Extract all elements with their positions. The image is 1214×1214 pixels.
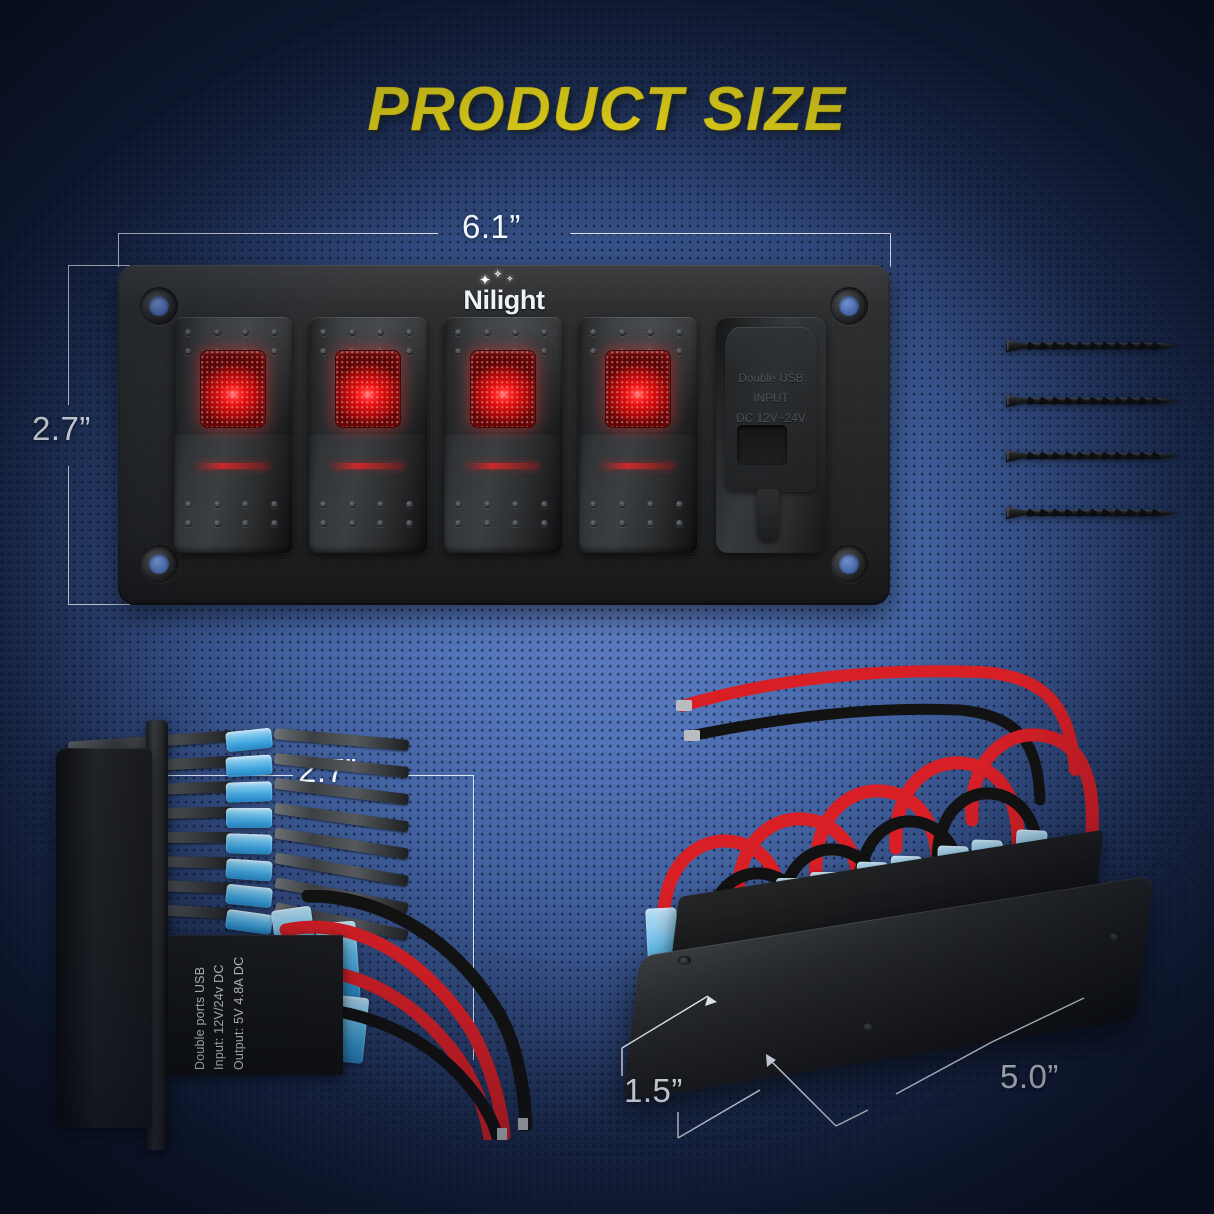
width-dimension-label: 6.1” xyxy=(462,208,521,245)
plate-mounting-hole xyxy=(1108,932,1121,941)
mounting-hole-bore xyxy=(149,296,169,316)
mounting-screw-1 xyxy=(1006,339,1181,353)
height-dimension-line-upper xyxy=(68,265,69,405)
switch-grip-dots-bottom xyxy=(320,501,416,527)
mounting-hole-top-left xyxy=(140,287,178,325)
rear-length-dimension-label: 5.0” xyxy=(1000,1058,1059,1095)
width-dimension-tick-left xyxy=(118,233,119,267)
mounting-hole-bore xyxy=(149,554,169,574)
switch-led-strip xyxy=(601,463,675,469)
switch-panel-side-view: Double ports USB Input: 12V/24v DC Outpu… xyxy=(28,700,548,1170)
terminal-blade xyxy=(273,728,410,751)
usb-cap-pull-tab[interactable] xyxy=(757,489,779,541)
usb-module-body-side: Double ports USB Input: 12V/24v DC Outpu… xyxy=(168,935,343,1075)
usb-label-line-1: Double USB xyxy=(738,373,804,385)
rear-view-dimension-lines xyxy=(621,995,1085,1139)
usb-spec-label: Double ports USB Input: 12V/24v DC Outpu… xyxy=(191,940,319,1070)
sparkle-icon-small: ✧ xyxy=(494,269,502,279)
switch-panel-front-view[interactable]: ✦ ✧ ✧ Nilight xyxy=(118,265,890,605)
height-dimension-line-lower xyxy=(68,466,69,605)
terminal-blade xyxy=(273,777,410,806)
mounting-screw-4 xyxy=(1006,506,1181,520)
width-dimension-line-right xyxy=(570,233,890,234)
usb-label-line-2: INPUT xyxy=(753,393,789,405)
switch-led-strip xyxy=(331,463,405,469)
switch-led-indicator xyxy=(335,350,401,428)
switch-led-strip xyxy=(466,463,540,469)
switch-led-indicator xyxy=(605,350,671,428)
spade-connector xyxy=(225,781,273,803)
spade-connector xyxy=(225,754,273,778)
spade-connector xyxy=(225,833,273,855)
switch-led-indicator xyxy=(470,350,536,428)
usb-label-line-3: DC 12V~24V xyxy=(736,413,806,425)
mounting-hole-top-right xyxy=(830,287,868,325)
width-dimension-line-left xyxy=(118,233,438,234)
rocker-switch-4[interactable] xyxy=(579,317,697,553)
mounting-hole-bore xyxy=(839,296,859,316)
usb-dust-cap[interactable] xyxy=(725,327,817,492)
usb-spec-line-3: Output: 5V 4.8A DC xyxy=(231,956,246,1070)
usb-port-window xyxy=(737,425,787,465)
brand-logo: ✦ ✧ ✧ Nilight xyxy=(118,270,890,316)
plate-mounting-hole xyxy=(678,956,691,965)
mounting-screw-3 xyxy=(1006,449,1181,463)
mounting-hole-bottom-right xyxy=(830,545,868,583)
sparkle-icon-tiny: ✧ xyxy=(507,276,513,283)
rocker-switch-3[interactable] xyxy=(444,317,562,553)
height-dimension-label: 2.7” xyxy=(32,410,91,447)
brand-label: Nilight xyxy=(463,285,545,315)
mounting-hole-bottom-left xyxy=(140,545,178,583)
usb-spec-line-1: Double ports USB xyxy=(193,966,207,1070)
height-dimension-tick-bottom xyxy=(68,604,130,605)
usb-charger-module[interactable]: Double USB INPUT DC 12V~24V xyxy=(716,317,826,553)
spade-connector xyxy=(225,858,273,882)
usb-spec-line-2: Input: 12V/24v DC xyxy=(212,964,227,1070)
panel-front-profile xyxy=(56,748,152,1128)
spade-connector xyxy=(226,808,272,828)
switch-grip-dots-bottom xyxy=(590,501,686,527)
switch-grip-dots-bottom xyxy=(455,501,551,527)
terminal-blade xyxy=(273,802,410,833)
switch-led-indicator xyxy=(200,350,266,428)
rocker-switch-1[interactable] xyxy=(174,317,292,553)
height-dimension-tick-top xyxy=(68,265,130,266)
switch-led-strip xyxy=(196,463,270,469)
spade-connector xyxy=(225,727,273,753)
sparkle-icon-large: ✦ xyxy=(480,273,490,287)
rear-height-dimension-label: 1.5” xyxy=(624,1072,683,1109)
mounting-hole-bore xyxy=(839,554,859,574)
width-dimension-tick-right xyxy=(890,233,891,267)
page-title: PRODUCT SIZE xyxy=(367,75,847,145)
rocker-switch-2[interactable] xyxy=(309,317,427,553)
switch-grip-dots-bottom xyxy=(185,501,281,527)
terminal-blade xyxy=(273,752,410,779)
mounting-screw-2 xyxy=(1006,394,1181,408)
